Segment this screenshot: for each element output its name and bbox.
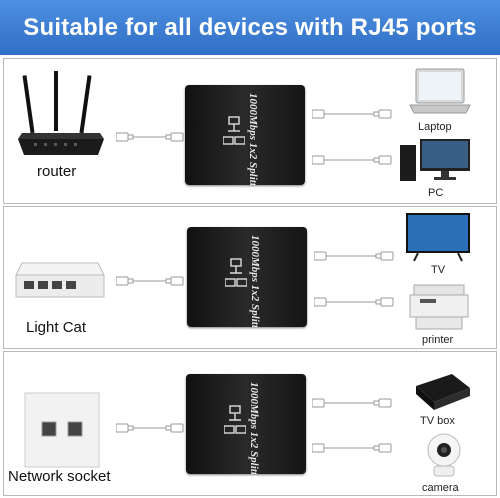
wall-socket-icon: [24, 392, 100, 468]
ethernet-cable-icon: [312, 109, 392, 119]
source-label-network-socket: Network socket: [8, 468, 111, 485]
ethernet-cable-icon: [312, 398, 392, 408]
splitter-device: 1000Mbps 1x2 Splitter: [187, 227, 307, 327]
output-label-tv-box: TV box: [420, 415, 455, 427]
ethernet-cable-icon: [312, 443, 392, 453]
tv-icon: [406, 213, 470, 262]
splitter-device: 1000Mbps 1x2 Splitter: [186, 374, 306, 474]
splitter-device: 1000Mbps 1x2 Splitter: [185, 85, 305, 185]
desktop-pc-icon: [400, 139, 470, 181]
splitter-label: 1000Mbps 1x2 Splitter: [248, 382, 260, 474]
tv-box-icon: [416, 374, 470, 410]
panel-router: router 1000Mbps 1x2 Splitter Laptop PC: [3, 58, 497, 204]
splitter-label: 1000Mbps 1x2 Splitter: [247, 93, 259, 185]
network-icon: [223, 116, 245, 145]
panel-light-cat: Light Cat 1000Mbps 1x2 Splitter TV print…: [3, 206, 497, 349]
printer-icon: [409, 284, 469, 330]
ethernet-cable-icon: [116, 276, 184, 286]
laptop-icon: [409, 68, 471, 114]
output-label-tv: TV: [431, 264, 446, 276]
camera-icon: [427, 433, 461, 477]
network-icon: [224, 405, 246, 434]
output-label-laptop: Laptop: [418, 121, 452, 133]
network-icon: [225, 258, 247, 287]
router-icon: [18, 71, 104, 155]
ethernet-cable-icon: [116, 423, 184, 433]
panel-network-socket: Network socket 1000Mbps 1x2 Splitter TV …: [3, 351, 497, 496]
ethernet-cable-icon: [314, 251, 394, 261]
output-label-pc: PC: [428, 187, 444, 199]
ethernet-cable-icon: [116, 132, 184, 142]
title-banner: Suitable for all devices with RJ45 ports: [0, 0, 500, 55]
splitter-label: 1000Mbps 1x2 Splitter: [249, 235, 261, 327]
output-label-camera: camera: [422, 482, 459, 494]
output-label-printer: printer: [422, 334, 454, 346]
banner-title: Suitable for all devices with RJ45 ports: [23, 13, 477, 41]
source-label-router: router: [37, 163, 77, 180]
optical-modem-icon: [15, 262, 105, 298]
source-label-light-cat: Light Cat: [26, 319, 87, 336]
ethernet-cable-icon: [312, 155, 392, 165]
ethernet-cable-icon: [314, 297, 394, 307]
